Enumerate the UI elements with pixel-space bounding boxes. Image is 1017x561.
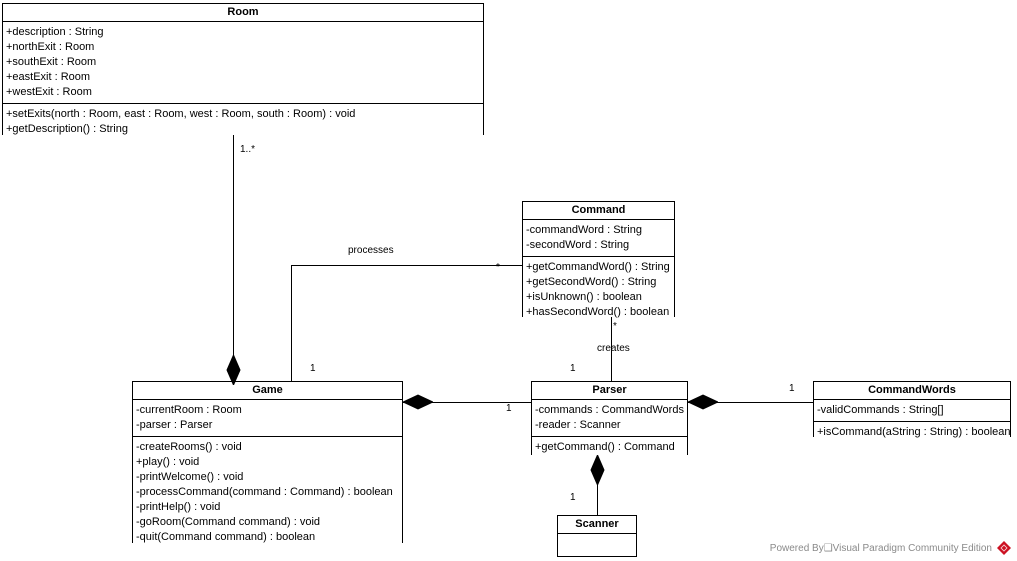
composition-diamond-parser-scanner <box>590 455 605 485</box>
class-box-scanner[interactable]: Scanner <box>557 515 637 557</box>
operation-row: +getCommand() : Command <box>535 441 675 453</box>
class-box-commandwords[interactable]: CommandWords -validCommands : String[] +… <box>813 381 1011 443</box>
attributes-compartment-command: -commandWord : String -secondWord : Stri… <box>523 220 674 256</box>
multiplicity-command-creates: * <box>613 321 617 332</box>
multiplicity-game-processes: 1 <box>310 363 316 374</box>
connector-parser-commandwords-line[interactable] <box>688 402 813 403</box>
multiplicity-room-game: 1..* <box>240 144 256 155</box>
static-attribute: -validCommands : String[] <box>817 404 944 416</box>
operation-row: -printHelp() : void <box>136 501 221 513</box>
composition-diamond-game-parser <box>403 394 433 410</box>
association-label-processes: processes <box>348 245 394 256</box>
connector-parser-command-line[interactable] <box>611 317 612 381</box>
attribute-row: -secondWord : String <box>526 239 630 251</box>
multiplicity-parser-creates: 1 <box>570 363 576 374</box>
operation-row: +getCommandWord() : String <box>526 261 670 273</box>
composition-diamond-room-game <box>226 355 241 385</box>
operations-compartment-game: -createRooms() : void +play() : void -pr… <box>133 436 402 548</box>
class-title-commandwords: CommandWords <box>814 382 1010 400</box>
class-box-parser[interactable]: Parser -commands : CommandWords -reader … <box>531 381 688 458</box>
operations-compartment-room: +setExits(north : Room, east : Room, wes… <box>3 103 483 140</box>
operation-row: -createRooms() : void <box>136 441 242 453</box>
operation-row: -printWelcome() : void <box>136 471 244 483</box>
operation-row: +getSecondWord() : String <box>526 276 657 288</box>
connector-game-command-line-h[interactable] <box>291 265 522 266</box>
watermark-text: Powered By❑Visual Paradigm Community Edi… <box>769 542 992 554</box>
connector-parser-scanner-line[interactable] <box>597 455 598 515</box>
attributes-compartment-parser: -commands : CommandWords -reader : Scann… <box>532 400 687 436</box>
visual-paradigm-logo-icon <box>997 541 1011 555</box>
class-box-command[interactable]: Command -commandWord : String -secondWor… <box>522 201 675 323</box>
attributes-compartment-room: +description : String +northExit : Room … <box>3 22 483 103</box>
class-title-room: Room <box>3 4 483 22</box>
operation-row: +hasSecondWord() : boolean <box>526 306 670 318</box>
attribute-row: -reader : Scanner <box>535 419 621 431</box>
connector-game-parser-line[interactable] <box>403 402 531 403</box>
operations-compartment-commandwords: +isCommand(aString : String) : boolean <box>814 421 1011 443</box>
class-title-command: Command <box>523 202 674 220</box>
attribute-row: +westExit : Room <box>6 86 92 98</box>
operation-row: -quit(Command command) : boolean <box>136 531 316 543</box>
operations-compartment-parser: +getCommand() : Command <box>532 436 687 458</box>
connector-room-game-line[interactable] <box>233 135 234 367</box>
multiplicity-command-processes: * <box>496 262 500 273</box>
attribute-row: +eastExit : Room <box>6 71 91 83</box>
operation-row: +getDescription() : String <box>6 123 128 135</box>
operation-row: +play() : void <box>136 456 200 468</box>
class-title-scanner: Scanner <box>558 516 636 534</box>
multiplicity-game-parser: 1 <box>506 403 512 414</box>
operation-row: +isUnknown() : boolean <box>526 291 642 303</box>
attribute-row: -commands : CommandWords <box>535 404 684 416</box>
arrowhead-room-game <box>227 371 240 382</box>
class-box-game[interactable]: Game -currentRoom : Room -parser : Parse… <box>132 381 403 548</box>
attribute-row: -commandWord : String <box>526 224 642 236</box>
class-title-game: Game <box>133 382 402 400</box>
association-label-creates: creates <box>597 343 630 354</box>
class-box-room[interactable]: Room +description : String +northExit : … <box>2 3 484 140</box>
attribute-row: +description : String <box>6 26 104 38</box>
composition-diamond-parser-commandwords <box>688 394 718 410</box>
attribute-row: -parser : Parser <box>136 419 213 431</box>
watermark: Powered By❑Visual Paradigm Community Edi… <box>770 541 1011 555</box>
attribute-row: -currentRoom : Room <box>136 404 242 416</box>
operations-compartment-command: +getCommandWord() : String +getSecondWor… <box>523 256 674 323</box>
operation-row: -processCommand(command : Command) : boo… <box>136 486 393 498</box>
attributes-compartment-commandwords: -validCommands : String[] <box>814 400 1010 421</box>
attribute-row: +southExit : Room <box>6 56 97 68</box>
class-title-parser: Parser <box>532 382 687 400</box>
connector-game-command-line-v[interactable] <box>291 265 292 381</box>
operation-row: -goRoom(Command command) : void <box>136 516 321 528</box>
operation-row: +isCommand(aString : String) : boolean <box>817 426 1011 438</box>
attribute-row: +northExit : Room <box>6 41 95 53</box>
operation-row: +setExits(north : Room, east : Room, wes… <box>6 108 356 120</box>
attributes-compartment-game: -currentRoom : Room -parser : Parser <box>133 400 402 436</box>
multiplicity-parser-commandwords: 1 <box>789 383 795 394</box>
attributes-compartment-scanner <box>558 534 636 556</box>
multiplicity-parser-scanner: 1 <box>570 492 576 503</box>
attribute-row-wrapper: -validCommands : String[] <box>814 403 1010 418</box>
